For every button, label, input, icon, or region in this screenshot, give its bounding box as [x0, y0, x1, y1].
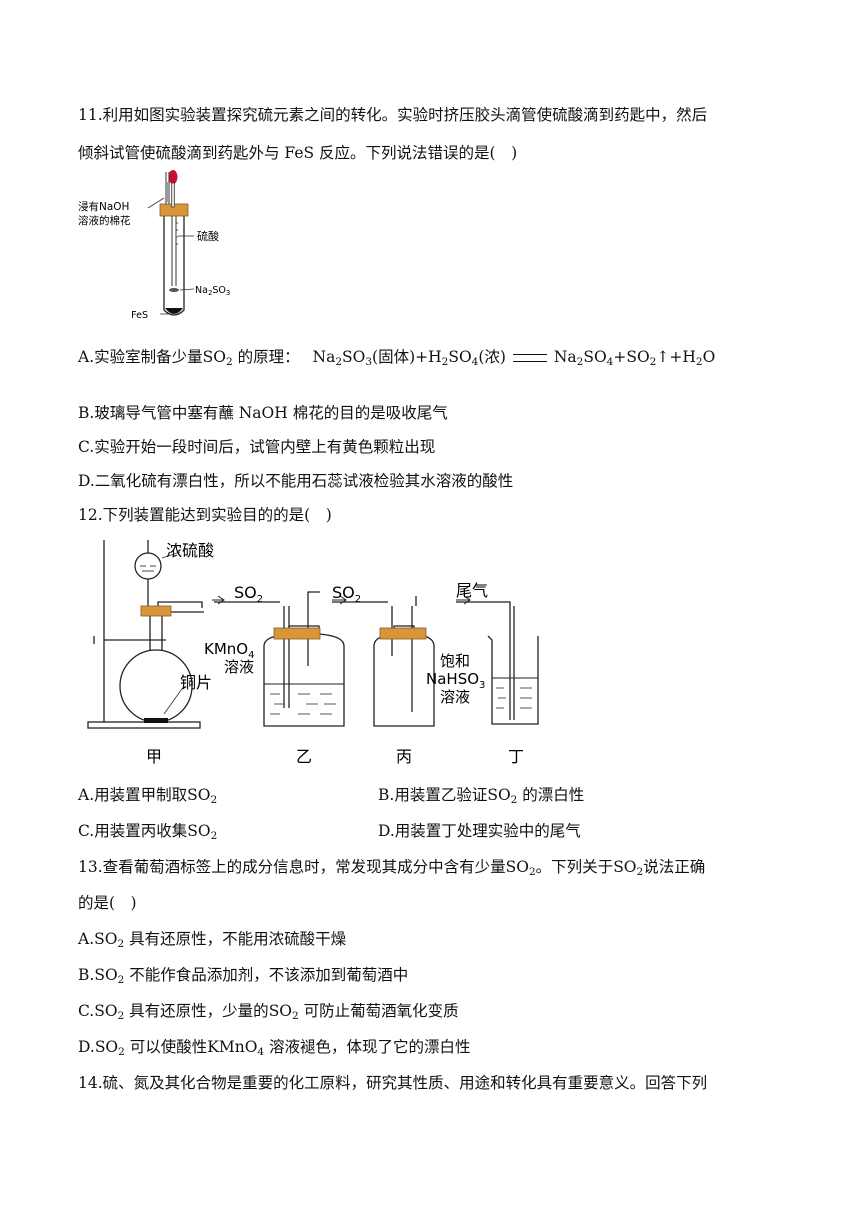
q12-label-nahso3: NaHSO3: [426, 670, 485, 691]
q12-label-so2-b: SO2: [332, 583, 361, 605]
q12-label-solution-1: 溶液: [224, 658, 254, 676]
q12-label-tail: 尾气: [456, 581, 488, 600]
q11-label-fes: FeS: [131, 310, 148, 321]
q11-equation: Na2SO3(固体)+H2SO4(浓) Na2SO4+SO2↑+H2O: [312, 348, 716, 368]
q11-label-cotton-1: 浸有NaOH: [78, 200, 129, 213]
q12-option-d: D.用装置丁处理实验中的尾气: [378, 822, 581, 840]
q11-apparatus-figure: 浸有NaOH 溶液的棉花 硫酸 Na2SO3 FeS: [78, 170, 230, 321]
q11-label-na2so3: Na2SO3: [195, 285, 230, 297]
q12-option-b: B.用装置乙验证SO2 的漂白性: [378, 786, 585, 806]
q12-label-conc-acid: 浓硫酸: [166, 541, 214, 560]
q14-stem-line1: 14.硫、氮及其化合物是重要的化工原料，研究其性质、用途和转化具有重要意义。回答…: [78, 1074, 708, 1092]
q12-label-sat: 饱和: [440, 652, 470, 670]
q11-label-cotton-2: 溶液的棉花: [78, 214, 131, 227]
q12-caption-ding: 丁: [508, 747, 524, 766]
q12-label-solution-2: 溶液: [440, 688, 470, 706]
q12-stem: 12.下列装置能达到实验目的的是( ): [78, 506, 332, 524]
q12-caption-jia: 甲: [146, 747, 162, 766]
q11-option-d: D.二氧化硫有漂白性，所以不能用石蕊试液检验其水溶液的酸性: [78, 472, 514, 490]
q12-caption-yi: 乙: [296, 747, 312, 766]
q11-option-a: A.实验室制备少量SO2 的原理： Na2SO3(固体)+H2SO4(浓) Na…: [78, 348, 716, 368]
q12-label-copper: 铜片: [180, 673, 212, 692]
q11-stem-line2: 倾斜试管使硫酸滴到药匙外与 FeS 反应。下列说法错误的是( ): [78, 144, 518, 162]
q12-label-kmno4: KMnO4: [204, 640, 254, 661]
q13-stem-line1: 13.查看葡萄酒标签上的成分信息时，常发现其成分中含有少量SO2。下列关于SO2…: [78, 858, 706, 878]
q13-option-a: A.SO2 具有还原性，不能用浓硫酸干燥: [78, 930, 347, 950]
q13-option-d: D.SO2 可以使酸性KMnO4 溶液褪色，体现了它的漂白性: [78, 1038, 471, 1058]
up-arrow-icon: ↑: [656, 348, 670, 366]
q12-caption-bing: 丙: [396, 747, 412, 766]
q12-apparatus-figure: 浓硫酸 铜片 SO2 KMnO4 溶液 SO2: [87, 540, 539, 766]
q11-option-b: B.玻璃导气管中塞有蘸 NaOH 棉花的目的是吸收尾气: [78, 404, 448, 422]
q13-option-c: C.SO2 具有还原性，少量的SO2 可防止葡萄酒氧化变质: [78, 1002, 459, 1022]
q13-stem-line2: 的是( ): [78, 894, 137, 912]
q11-label-acid: 硫酸: [197, 229, 219, 243]
q12-option-c: C.用装置丙收集SO2: [78, 822, 218, 842]
q11-stem-line1: 11.利用如图实验装置探究硫元素之间的转化。实验时挤压胶头滴管使硫酸滴到药匙中，…: [78, 106, 708, 124]
q11-option-c: C.实验开始一段时间后，试管内壁上有黄色颗粒出现: [78, 438, 436, 456]
equals-bar-icon: [512, 354, 547, 362]
q13-option-b: B.SO2 不能作食品添加剂，不该添加到葡萄酒中: [78, 966, 409, 986]
q12-option-a: A.用装置甲制取SO2: [78, 786, 218, 806]
q12-label-so2-a: SO2: [234, 583, 263, 605]
